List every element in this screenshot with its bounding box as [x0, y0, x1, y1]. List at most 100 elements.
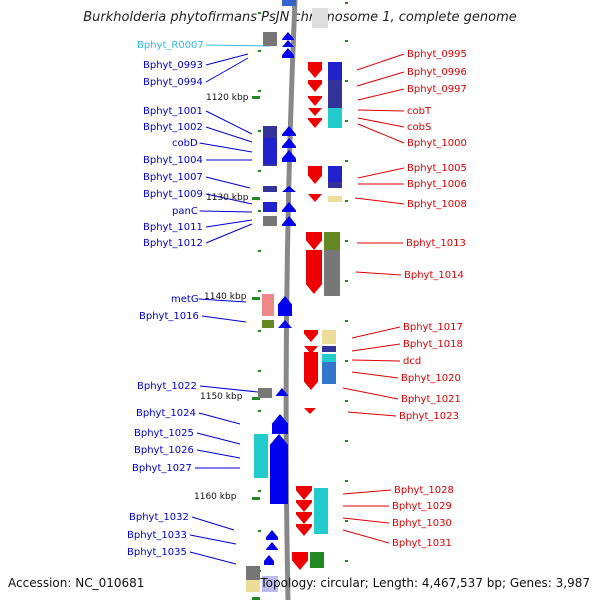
- tick-mark: [345, 160, 348, 162]
- label-leader-lines: [189, 44, 405, 565]
- reverse-cog-box: [328, 166, 342, 182]
- right-gene-label: Bphyt_0997: [407, 84, 467, 95]
- left-gene-labels: Bphyt_R0007Bphyt_0993Bphyt_0994Bphyt_100…: [127, 40, 204, 558]
- right-gene-label: Bphyt_1006: [407, 179, 467, 190]
- tick-mark: [345, 240, 348, 242]
- leader-line: [351, 326, 401, 339]
- leader-line: [351, 359, 401, 362]
- forward-gene-arrow: [266, 530, 278, 540]
- tick-mark: [345, 480, 348, 482]
- topology-text: Topology: circular; Length: 4,467,537 bp…: [260, 576, 590, 590]
- right-gene-label: Bphyt_1031: [392, 538, 452, 549]
- reverse-gene-arrow: [308, 118, 322, 128]
- gene-features: [246, 0, 342, 592]
- left-gene-label: Bphyt_1016: [139, 311, 199, 322]
- forward-cog-box: [263, 186, 277, 192]
- leader-line: [205, 44, 271, 47]
- leader-line: [355, 271, 402, 276]
- tick-mark: [345, 560, 348, 562]
- major-tick: [252, 497, 260, 500]
- major-tick: [252, 397, 260, 400]
- tick-mark: [345, 520, 348, 522]
- tick-mark: [258, 50, 261, 52]
- leader-line: [342, 387, 399, 400]
- map-title: Burkholderia phytofirmans PsJN chromosom…: [83, 10, 517, 25]
- scale-label: 1140 kbp: [204, 292, 247, 302]
- right-gene-label: Bphyt_1014: [404, 270, 464, 281]
- left-gene-label: Bphyt_0994: [143, 77, 203, 88]
- forward-cog-box: [262, 320, 274, 328]
- major-tick: [252, 297, 260, 300]
- forward-gene-arrow: [282, 138, 296, 148]
- reverse-cog-box: [328, 80, 342, 108]
- forward-cog-box: [262, 576, 278, 592]
- right-gene-label: cobS: [407, 122, 431, 133]
- forward-gene-arrow: [282, 40, 294, 47]
- right-gene-label: Bphyt_1013: [406, 238, 466, 249]
- forward-cog-box: [263, 32, 277, 46]
- right-gene-label: cobT: [407, 106, 432, 117]
- forward-gene-arrow: [272, 414, 288, 434]
- left-gene-label: Bphyt_1007: [143, 172, 203, 183]
- reverse-gene-arrow: [304, 352, 318, 390]
- reverse-gene-arrow: [308, 96, 322, 106]
- leader-line: [196, 449, 241, 459]
- reverse-gene-arrow: [308, 62, 322, 78]
- scale-label: 1130 kbp: [206, 193, 249, 203]
- leader-line: [199, 385, 259, 393]
- forward-gene-arrow: [282, 48, 294, 58]
- reverse-gene-arrow: [308, 108, 322, 116]
- reverse-gene-arrow: [296, 524, 312, 536]
- left-gene-label: Bphyt_1002: [143, 122, 203, 133]
- leader-line: [205, 57, 249, 83]
- reverse-cog-box: [322, 354, 336, 362]
- right-gene-label: Bphyt_0996: [407, 67, 467, 78]
- forward-gene-arrow: [276, 388, 288, 396]
- leader-line: [356, 71, 405, 87]
- forward-gene-arrow: [264, 555, 274, 565]
- reverse-gene-arrow: [304, 408, 316, 414]
- tick-mark: [258, 130, 261, 132]
- reverse-gene-arrow: [308, 194, 322, 202]
- leader-line: [357, 123, 405, 144]
- right-gene-label: Bphyt_1030: [392, 518, 452, 529]
- leader-line: [199, 142, 253, 153]
- forward-cog-box: [263, 216, 277, 226]
- leader-line: [205, 223, 253, 244]
- leader-line: [357, 109, 405, 112]
- reverse-cog-box: [328, 182, 342, 188]
- leader-line: [347, 411, 397, 417]
- major-tick: [252, 597, 260, 600]
- reverse-cog-box: [312, 8, 328, 28]
- tick-mark: [258, 410, 261, 412]
- reverse-gene-arrow: [308, 166, 322, 184]
- right-gene-label: Bphyt_1021: [401, 394, 461, 405]
- tick-mark: [258, 290, 261, 292]
- leader-line: [205, 219, 253, 228]
- tick-mark: [345, 280, 348, 282]
- leader-line: [205, 193, 253, 205]
- right-gene-label: Bphyt_1020: [401, 373, 461, 384]
- tick-mark: [345, 120, 348, 122]
- forward-gene-arrow: [282, 216, 296, 226]
- tick-mark: [258, 90, 261, 92]
- left-gene-label: Bphyt_R0007: [137, 40, 204, 51]
- tick-mark: [258, 12, 261, 14]
- leader-line: [189, 551, 237, 565]
- reverse-gene-arrow: [306, 232, 322, 250]
- left-gene-label: panC: [172, 206, 198, 217]
- reverse-gene-arrow: [304, 346, 318, 354]
- accession-text: Accession: NC_010681: [8, 576, 145, 590]
- tick-mark: [345, 40, 348, 42]
- forward-cog-box: [246, 580, 260, 592]
- right-gene-label: Bphyt_1017: [403, 322, 463, 333]
- tick-mark: [345, 2, 348, 4]
- leader-line: [354, 197, 405, 205]
- reverse-cog-box: [322, 362, 336, 384]
- forward-cog-box: [263, 202, 277, 212]
- leader-line: [356, 53, 405, 71]
- forward-gene-arrow: [282, 186, 296, 192]
- left-gene-label: Bphyt_1032: [129, 512, 189, 523]
- reverse-cog-box: [324, 232, 340, 250]
- reverse-cog-box: [328, 196, 342, 202]
